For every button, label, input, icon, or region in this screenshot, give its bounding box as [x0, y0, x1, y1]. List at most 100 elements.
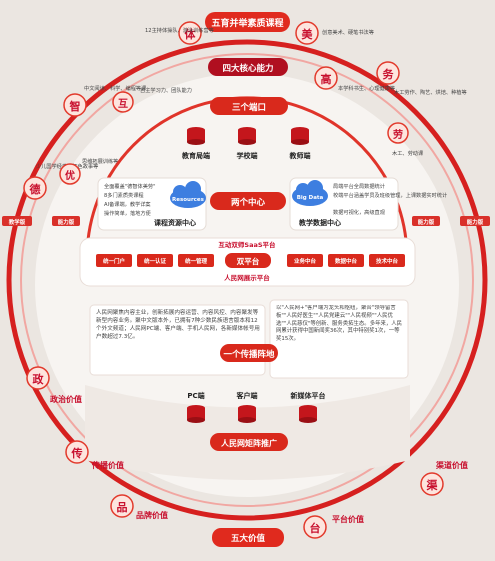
prop-right-text: 以"人民网+"客户端为龙头和枢纽，聚合"领导留言板""人民好医生""人民党建云"…	[276, 305, 403, 343]
top-band-box	[205, 12, 290, 32]
left-point-2: 8多门素质类课程	[104, 191, 144, 199]
side-tag-right2	[460, 216, 490, 226]
note-hu: 自主学习力、团队能力	[140, 86, 192, 94]
channels-footer-box	[210, 433, 288, 451]
side-tag-left	[2, 216, 32, 226]
bottom-band: 五大价值	[231, 533, 266, 544]
note-zheng: 政治价值	[50, 394, 82, 404]
right-center-name: 教学数据中心	[298, 218, 341, 227]
core-title: 四大核心能力	[222, 63, 273, 74]
note-pin: 品牌价值	[136, 510, 168, 520]
right-point-1: 局端平台全局数据统计	[333, 182, 385, 190]
node-de: 德	[29, 182, 41, 196]
value-chuan: 传	[71, 446, 83, 460]
value-pin: 品	[117, 501, 128, 514]
node-gao: 高	[321, 72, 332, 86]
prop-left-text: 人民网聚焦内容主业，创新拓展内容运营、内容风控、内容聚发等新型内容业务。聚中文版…	[96, 310, 260, 340]
end-school: 学校端	[237, 151, 258, 160]
dual-top: 互动双师SaaS平台	[218, 240, 276, 249]
left-center-name: 课程资源中心	[154, 218, 196, 227]
value-zheng: 政	[33, 372, 45, 386]
btn-tech-hub: 技术中台	[376, 257, 399, 265]
database-icon	[238, 405, 256, 423]
left-point-3: AI备课端，教学详案	[104, 200, 151, 208]
prop-right-text-wrap: 以"人民网+"客户端为龙头和枢纽，聚合"领导留言板""人民好医生""人民党建云"…	[276, 305, 403, 343]
side-right: 能力版	[418, 218, 435, 226]
right-nodes: 美 创意美术、硬笔书法等 高 本学科书生、心理健康等 务 木工劳作、陶艺、烘焙、…	[295, 21, 467, 157]
node-wu: 务	[383, 67, 395, 81]
database-icon	[187, 127, 205, 145]
note-wu: 木工、劳动课	[392, 149, 424, 157]
bottom-band-box	[212, 528, 284, 547]
end-teacher: 教师端	[289, 151, 311, 160]
channel-newmedia: 新媒体平台	[291, 391, 326, 400]
dual-bottom: 人民网展示平台	[224, 273, 270, 282]
channel-db-icons	[187, 405, 317, 423]
value-qu: 渠	[427, 478, 439, 492]
bigdata-badge: Big Data	[297, 195, 324, 201]
prop-left-text-wrap: 人民网聚焦内容主业，创新拓展内容运营、内容风控、内容聚发等新型内容业务。聚中文版…	[96, 310, 260, 340]
note-lao: 木工劳作、陶艺、烘焙、种植等	[394, 88, 467, 96]
node-lao: 劳	[393, 128, 403, 141]
node-hu: 互	[118, 98, 128, 110]
side-tag-left2	[52, 216, 80, 226]
btn-business-hub: 业务中台	[294, 257, 317, 265]
prop-title-box	[220, 344, 278, 362]
cloud-icon	[292, 180, 328, 206]
database-icon	[238, 127, 256, 145]
outer-ring	[6, 39, 488, 521]
left-nodes: 体 12主持体操队、游泳训练营等 智 中文阅读、科学、编程等课 德 少儿国学经典…	[23, 21, 214, 200]
btn-unified-portal: 统一门户	[103, 257, 125, 265]
node-you: 优	[65, 169, 75, 182]
left-point-1: 全面覆盖"德智体美劳"	[104, 182, 155, 190]
side-left: 教学版	[8, 218, 26, 226]
note-ti: 12主持体操队、游泳训练营等	[145, 26, 214, 34]
note-you: 思维拓展训练等	[82, 157, 118, 165]
channel-client: 客户端	[236, 391, 258, 400]
note-chuan: 传播价值	[91, 460, 124, 470]
three-ends-title: 三个端口	[232, 102, 266, 113]
note-gao: 本学科书生、心理健康等	[338, 84, 395, 92]
prop-right-panel	[269, 299, 409, 379]
resources-badge: Resources	[172, 197, 205, 203]
btn-unified-auth: 统一认证	[144, 257, 167, 265]
cloud-icon	[170, 181, 206, 208]
node-mei: 美	[302, 27, 314, 41]
right-values: 渠 渠道价值 台 平台价值	[303, 460, 468, 539]
database-icon	[291, 127, 309, 145]
left-buttons: 统一门户 统一认证 统一管理	[96, 254, 214, 267]
right-buttons: 业务中台 数据中台 技术中台	[287, 254, 405, 267]
value-tai: 台	[310, 521, 321, 535]
channels-bg	[85, 385, 410, 480]
three-ends-box	[210, 97, 288, 115]
side-tag-right	[412, 216, 440, 226]
database-icon	[299, 405, 317, 423]
note-tai: 平台价值	[332, 514, 364, 524]
btn-unified-manage: 统一管理	[185, 257, 208, 265]
channel-pc: PC端	[187, 391, 204, 400]
node-ti: 体	[185, 27, 197, 41]
channels-footer: 人民网矩阵推广	[221, 438, 277, 448]
db-icons	[187, 127, 309, 145]
node-zhi-left: 智	[70, 99, 81, 113]
note-mei: 创意美术、硬笔书法等	[322, 28, 374, 36]
left-point-4: 操作简单，落地方便	[104, 209, 152, 217]
top-band: 五育并举素质课程	[211, 17, 283, 29]
two-centers-title: 两个中心	[231, 197, 266, 208]
side-left2: 能力版	[58, 218, 75, 226]
btn-data-hub: 数据中台	[335, 257, 358, 265]
core-title-box	[208, 58, 288, 76]
right-point-2: 校端平台涵盖学员及班级管理，上课数据实时统计	[333, 191, 447, 199]
note-zhi: 中文阅读、科学、编程等课	[84, 84, 147, 92]
side-right2: 能力版	[467, 218, 484, 226]
database-icon	[187, 405, 205, 423]
outer-ring-inner	[20, 53, 474, 507]
right-point-3: 数据可视化，高级直观	[333, 208, 386, 216]
end-edu-bureau: 教育局端	[181, 151, 210, 160]
two-centers-box	[210, 192, 286, 210]
dual-center: 双平台	[237, 256, 260, 266]
prop-title: 一个传播阵地	[223, 349, 275, 360]
note-qu: 渠道价值	[435, 460, 468, 470]
